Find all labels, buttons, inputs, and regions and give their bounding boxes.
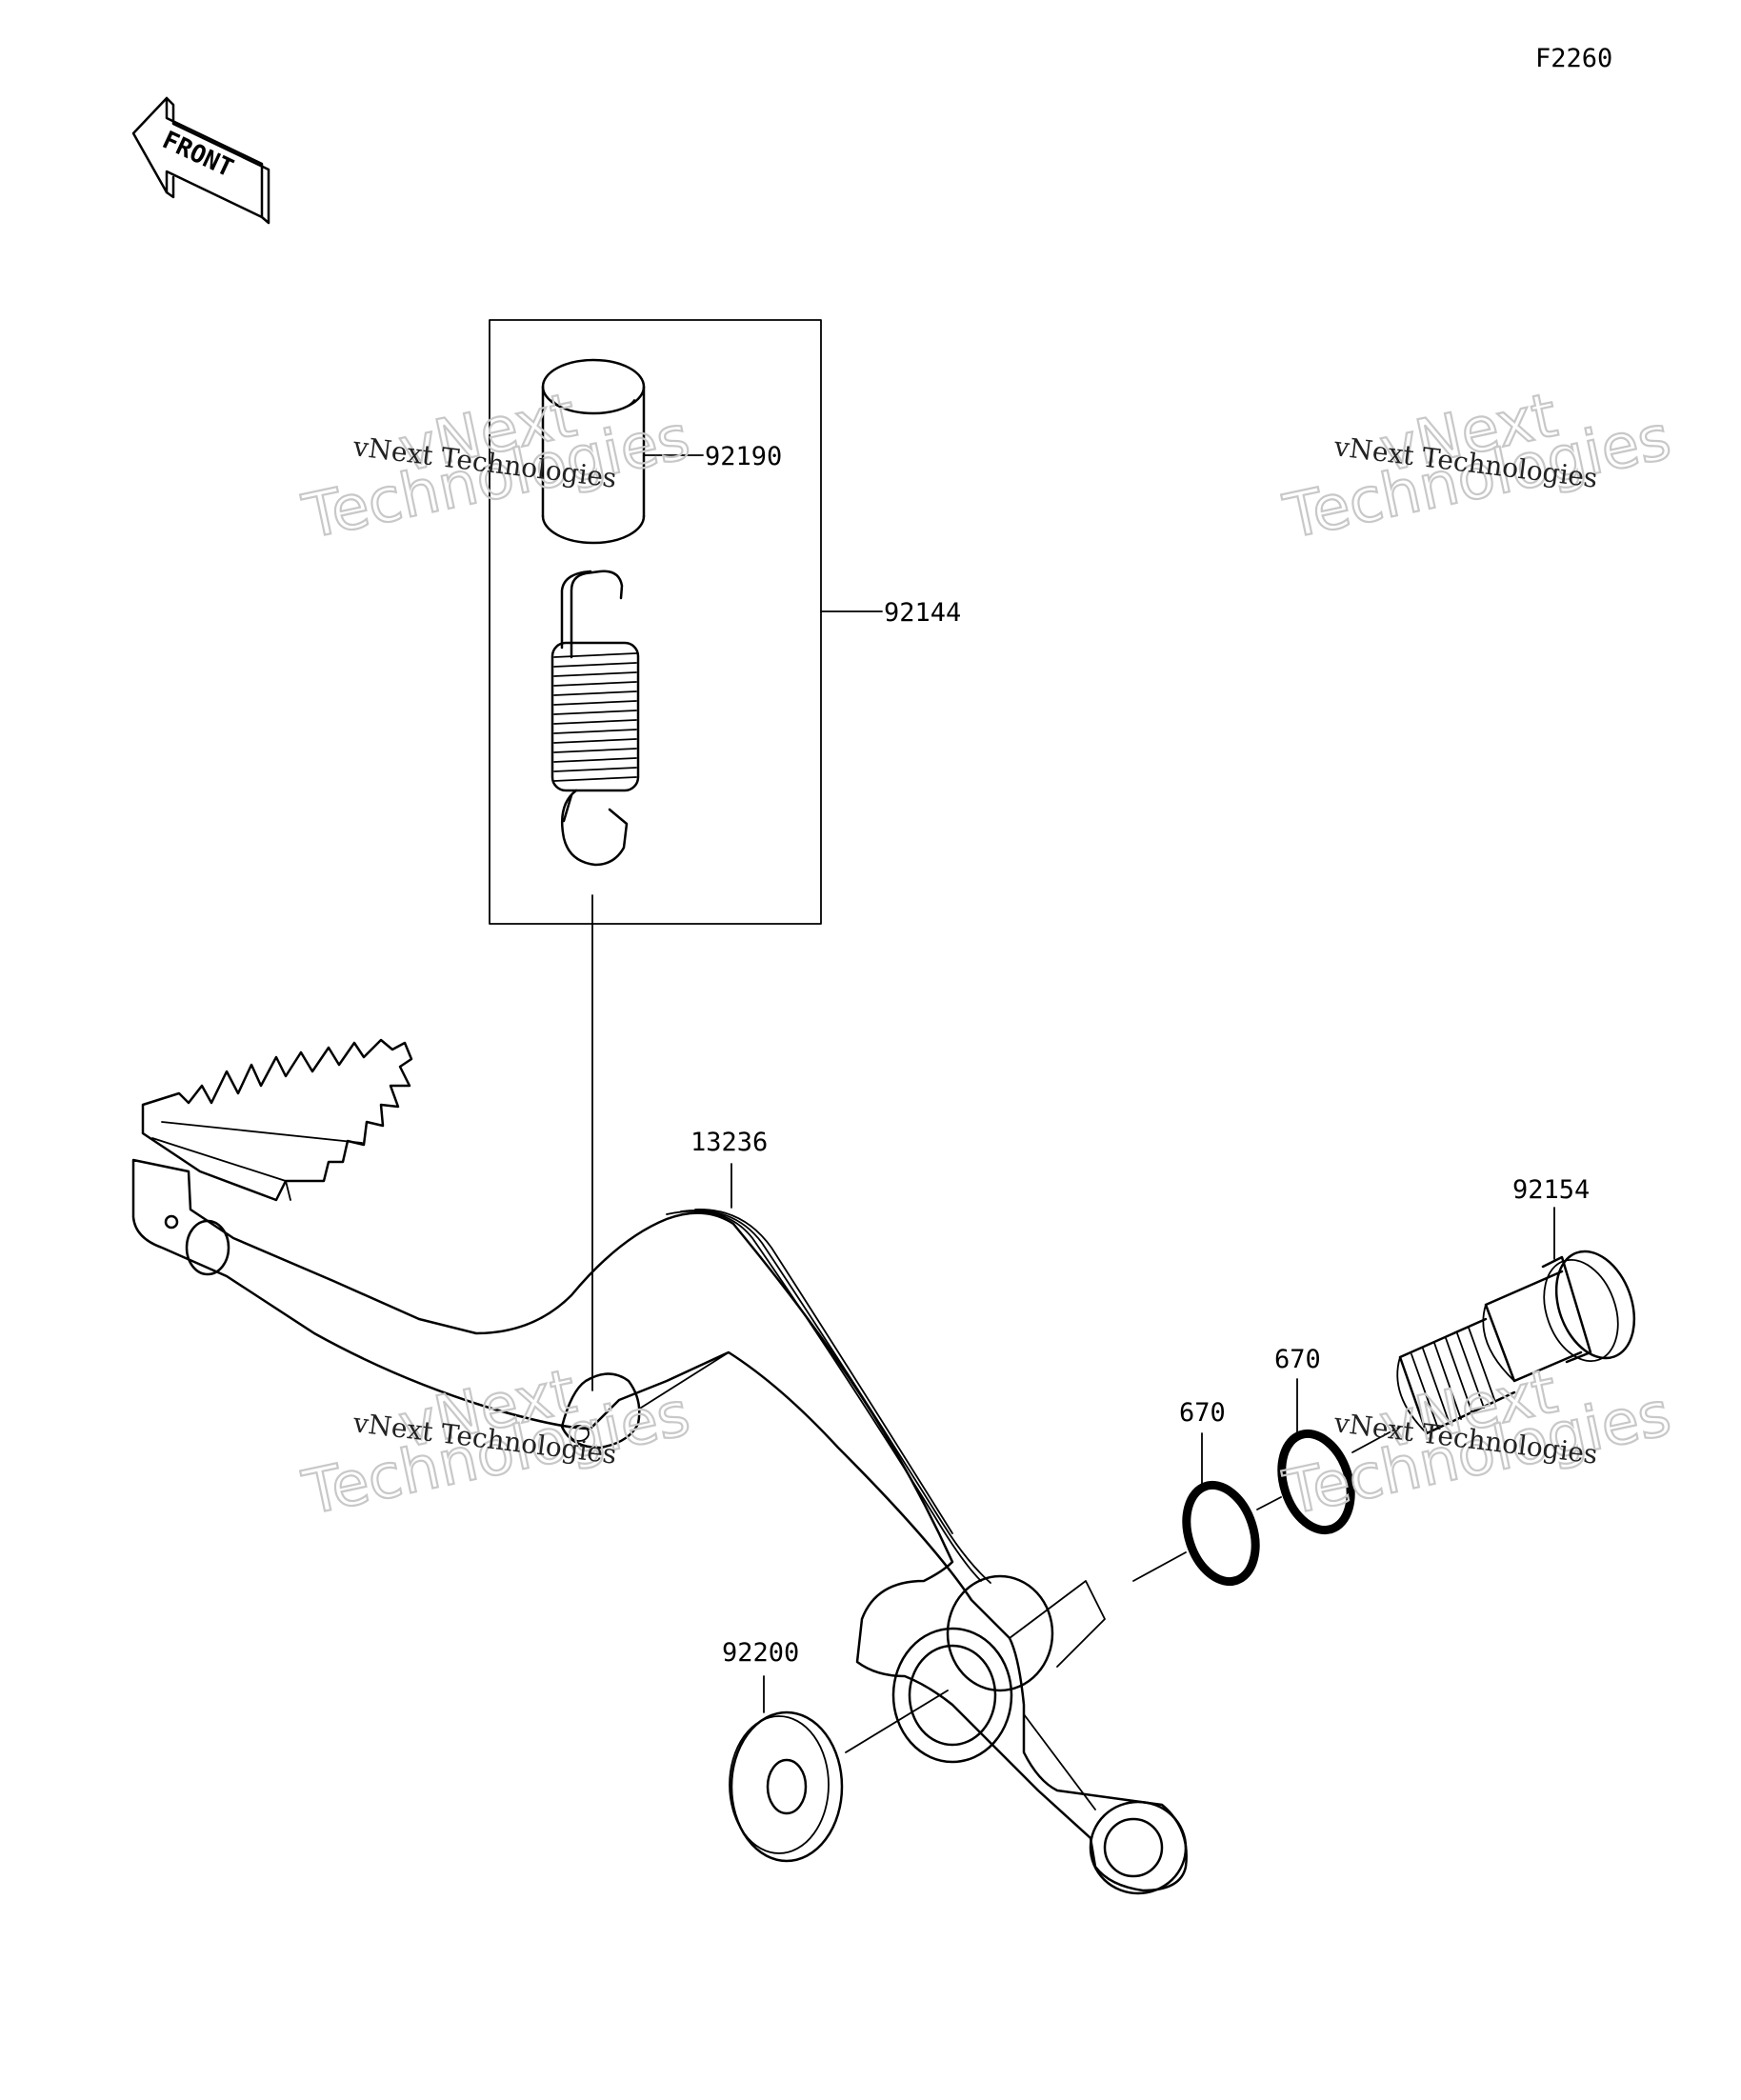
pivot-bolt-92154 <box>1396 1250 1636 1435</box>
axis-segment-1 <box>1132 1551 1187 1582</box>
watermark-bottom-left: Technologies vNext vNext Technologies <box>296 1355 697 1530</box>
part-label-670-a: 670 <box>1179 1398 1226 1428</box>
watermark-top-left: Technologies vNext vNext Technologies <box>296 379 697 554</box>
spring-set-box <box>489 319 822 925</box>
o-ring-670-a <box>1182 1480 1260 1587</box>
collar-92190 <box>541 358 646 545</box>
watermark-top-right: Technologies vNext vNext Technologies <box>1277 379 1678 554</box>
figure-code: F2260 <box>1535 44 1612 73</box>
spring-icon <box>550 570 640 867</box>
part-label-13236: 13236 <box>690 1128 768 1157</box>
axis-segment-2 <box>1256 1496 1282 1510</box>
axis-washer-to-pivot <box>845 1690 949 1753</box>
part-label-92190: 92190 <box>705 442 782 471</box>
o-ring-670-b <box>1277 1429 1355 1535</box>
part-label-92144: 92144 <box>884 598 961 628</box>
watermark-bottom-right: Technologies vNext vNext Technologies <box>1277 1355 1678 1530</box>
front-arrow-icon: FRONT <box>131 96 270 225</box>
part-label-92154: 92154 <box>1512 1175 1590 1205</box>
part-label-92200: 92200 <box>722 1638 799 1668</box>
brake-pedal-13236 <box>131 1038 1188 1895</box>
washer-92200 <box>729 1710 844 1863</box>
part-label-670-b: 670 <box>1274 1345 1321 1374</box>
axis-segment-3 <box>1351 1426 1401 1453</box>
